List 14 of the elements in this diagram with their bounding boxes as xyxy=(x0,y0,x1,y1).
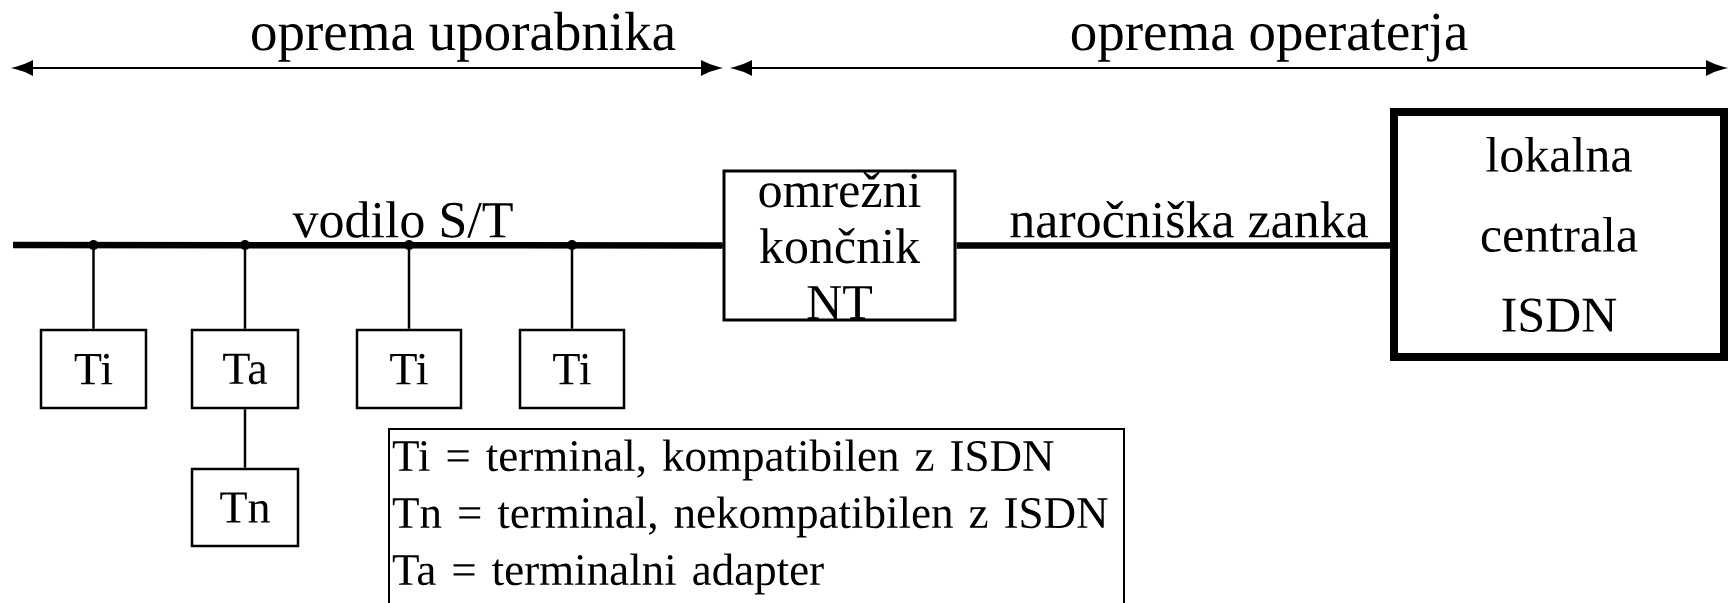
range-label: oprema operaterja xyxy=(1071,13,1468,62)
range-label: oprema uporabnika xyxy=(252,11,676,62)
terminal-box: Tn xyxy=(190,467,300,548)
terminal-box: Ta xyxy=(190,328,300,410)
terminal-box: Ti xyxy=(518,328,626,410)
terminal-box: Ti xyxy=(355,328,463,410)
connector-line xyxy=(243,409,247,468)
connector-line xyxy=(956,242,1390,249)
edge-label: vodilo S/T xyxy=(291,200,515,239)
equipment-box: omrežni končnik NT xyxy=(722,169,957,322)
edge-label: naročniška zanka xyxy=(1008,200,1370,239)
equipment-box: lokalna centrala ISDN xyxy=(1390,108,1728,361)
terminal-box: Ti xyxy=(39,328,148,410)
legend-box: Ti = terminal, kompatibilen z ISDN Tn = terminal, nekompatibilen z ISDN Ta = terminalni adapter xyxy=(388,428,1125,603)
